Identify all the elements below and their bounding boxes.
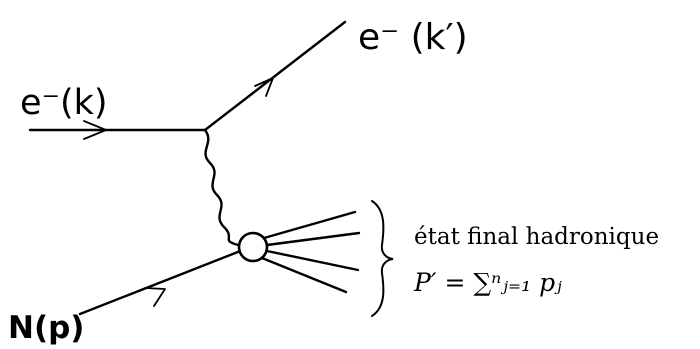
virtual-photon-line xyxy=(203,128,240,247)
hadron-line xyxy=(265,231,361,247)
hadron-line xyxy=(262,210,357,240)
final-state-brace xyxy=(371,200,394,317)
incoming-electron-label: e⁻(k) xyxy=(20,83,108,123)
hadron-line xyxy=(260,256,348,294)
outgoing-electron-label: e⁻ (k′) xyxy=(358,17,468,58)
momentum-relation: P′ = ∑ⁿⱼ₌₁ pⱼ xyxy=(413,268,562,297)
hadron-line xyxy=(265,249,360,272)
nucleon-label: N(p) xyxy=(8,310,84,346)
hadronic-vertex-blob xyxy=(237,231,269,263)
outgoing-electron-arrow xyxy=(254,77,274,97)
final-state-text: état final hadronique xyxy=(414,224,659,250)
nucleon-line xyxy=(78,246,250,316)
nucleon-arrow xyxy=(144,287,166,307)
incoming-electron-arrow xyxy=(83,120,107,140)
outgoing-electron-line xyxy=(203,20,347,132)
